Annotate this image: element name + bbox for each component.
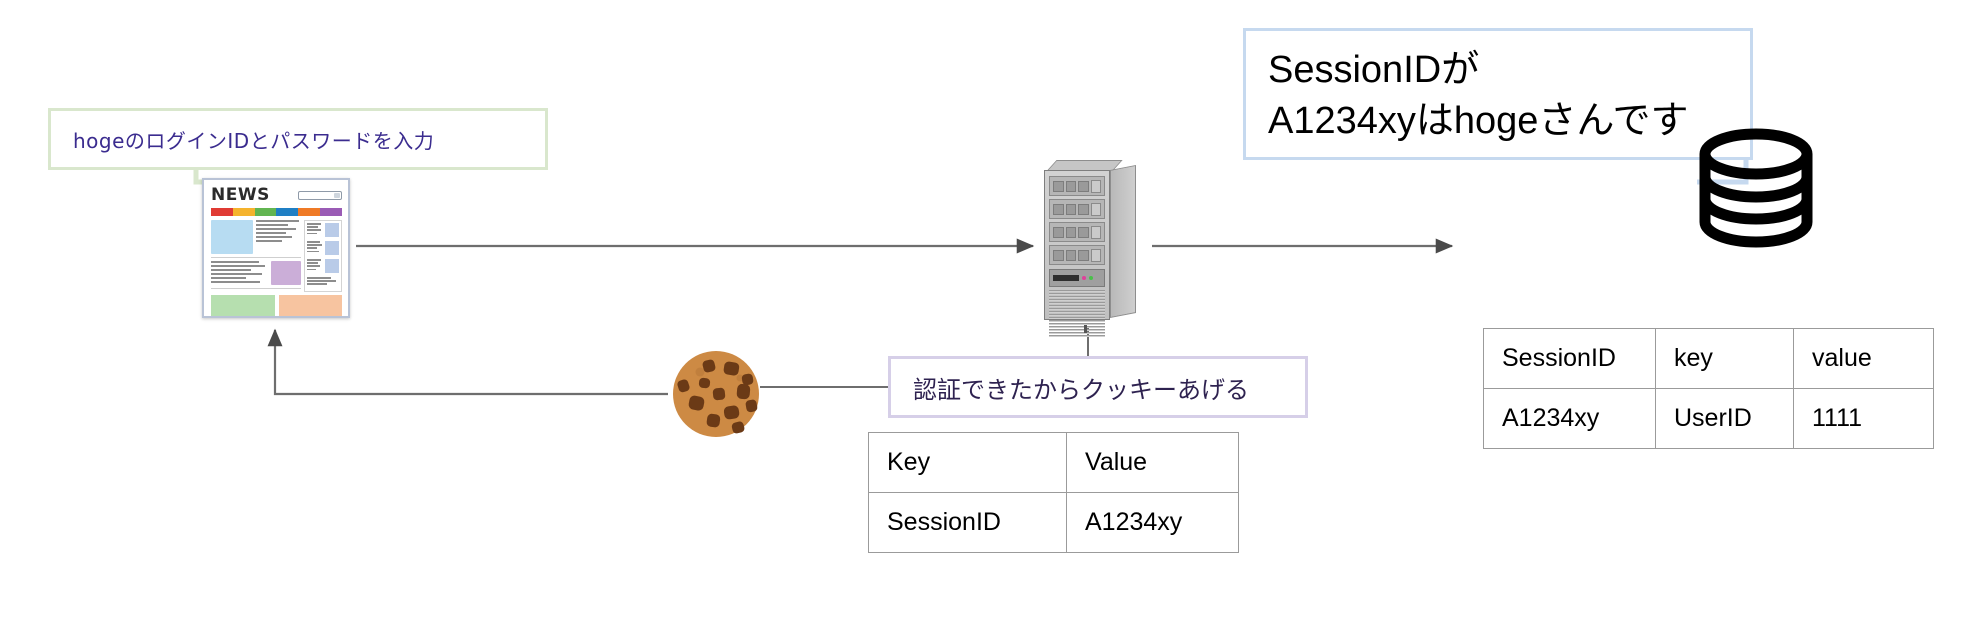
- news-body: [211, 220, 342, 293]
- callout-session-reply: SessionIDが A1234xyはhogeさんです: [1243, 28, 1753, 160]
- db-table-header-sessionid: SessionID: [1483, 328, 1656, 389]
- db-table-header-key: key: [1655, 328, 1794, 389]
- news-header: NEWS: [211, 185, 342, 205]
- news-main-column: [211, 220, 301, 292]
- search-box-icon: [298, 190, 342, 200]
- cookie-icon[interactable]: [670, 348, 762, 440]
- news-webpage[interactable]: NEWS: [202, 178, 350, 318]
- database-icon[interactable]: [1697, 128, 1815, 248]
- database-cylinder-icon: [1699, 128, 1813, 248]
- news-side-column: [304, 220, 342, 293]
- callout-session-line1: SessionIDが: [1268, 49, 1480, 91]
- db-table-cell-value: 1111: [1793, 388, 1934, 449]
- cookie-table-cell-value: A1234xy: [1066, 492, 1239, 553]
- web-server-icon[interactable]: [1040, 160, 1136, 337]
- news-color-bar: [211, 208, 342, 216]
- cookie-table-cell-key: SessionID: [868, 492, 1067, 553]
- cookie-table-header-value: Value: [1066, 432, 1239, 493]
- cookie-table-header-key: Key: [868, 432, 1067, 493]
- callout-cookie-grant-text: 認証できたからクッキーあげる: [913, 375, 1249, 404]
- callout-login: hogeのログインIDとパスワードを入力: [48, 108, 548, 170]
- arrow-cookie-to-client: [267, 328, 668, 396]
- cookie-table: Key Value SessionID A1234xy: [868, 432, 1239, 553]
- news-logo: NEWS: [211, 184, 270, 205]
- database-table: SessionID key value A1234xy UserID 1111: [1483, 328, 1934, 449]
- chocolate-chip-cookie-icon: [673, 351, 759, 437]
- db-table-cell-sessionid: A1234xy: [1483, 388, 1656, 449]
- table-header-row: SessionID key value: [1483, 328, 1934, 389]
- table-header-row: Key Value: [868, 432, 1239, 493]
- table-row: SessionID A1234xy: [868, 492, 1239, 553]
- news-bottom-blocks: [211, 295, 342, 316]
- db-table-header-value: value: [1793, 328, 1934, 389]
- callout-login-text: hogeのログインIDとパスワードを入力: [73, 128, 435, 153]
- callout-cookie-grant: 認証できたからクッキーあげる: [888, 356, 1308, 418]
- callout-session-line2: A1234xyはhogeさんです: [1268, 99, 1689, 142]
- table-row: A1234xy UserID 1111: [1483, 388, 1934, 449]
- db-table-cell-key: UserID: [1655, 388, 1794, 449]
